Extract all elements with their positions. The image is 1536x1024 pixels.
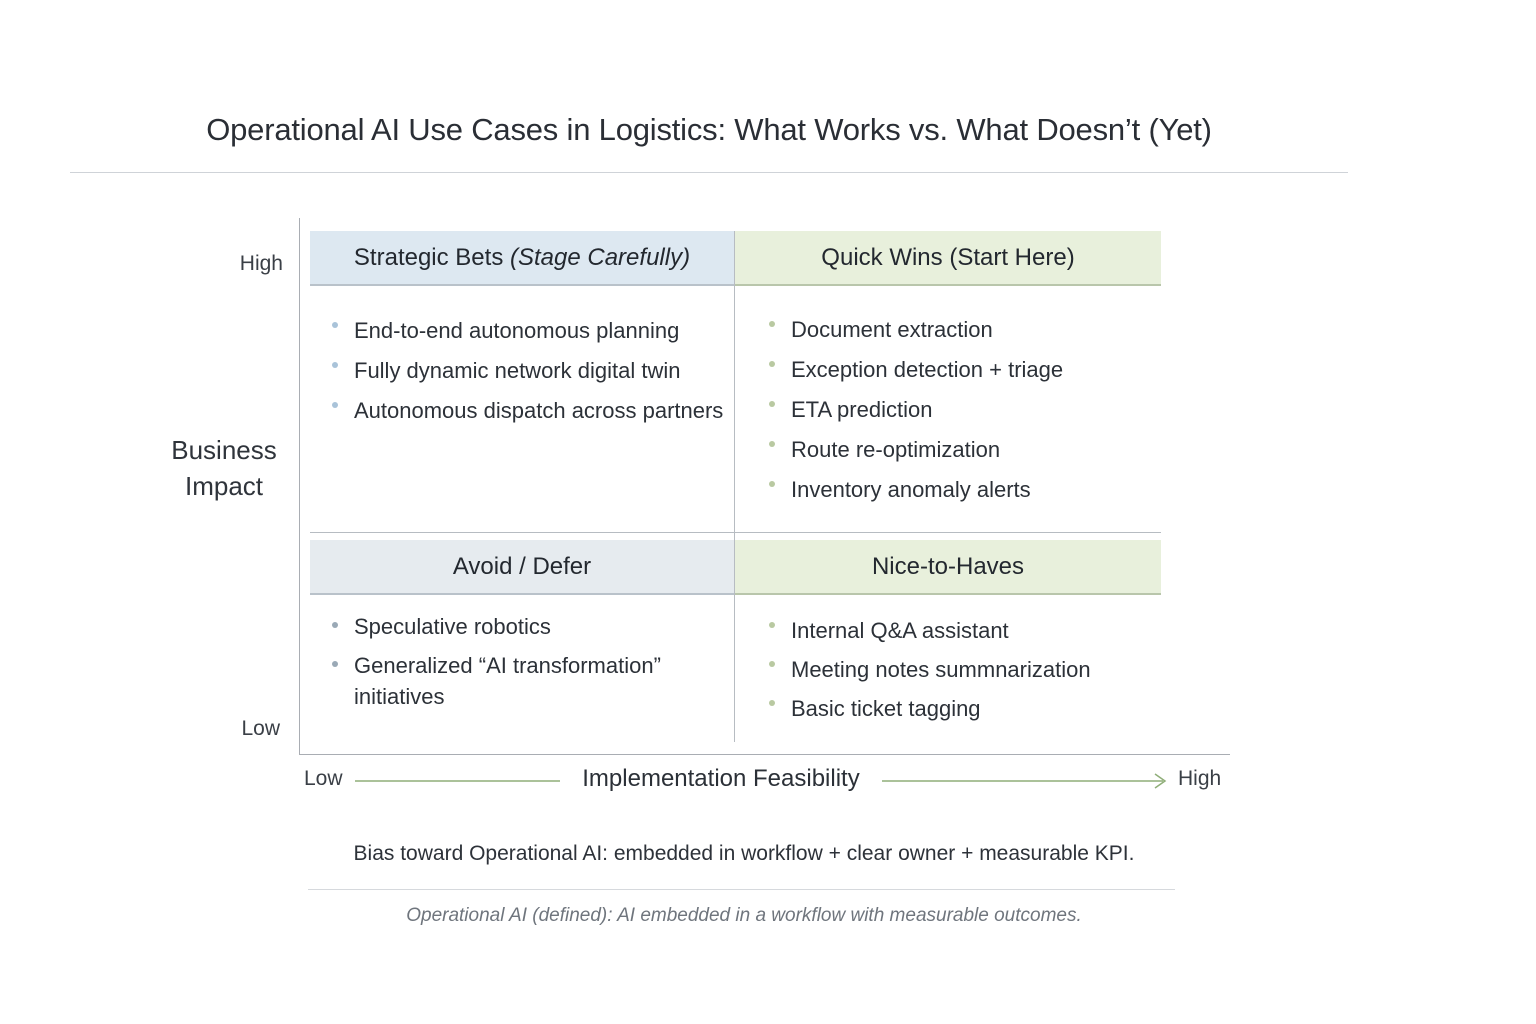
bias-statement: Bias toward Operational AI: embedded in …	[353, 842, 1135, 865]
quadrant-title: Strategic Bets	[353, 243, 504, 271]
list-item: End-to-end autonomous planning	[332, 311, 723, 351]
x-axis-low-label: Low	[304, 767, 343, 790]
bullet-icon	[769, 661, 775, 667]
title-divider	[70, 172, 1348, 173]
nice-to-haves-list: Internal Q&A assistant Meeting notes sum…	[769, 611, 1091, 728]
bullet-icon	[332, 661, 338, 667]
strategic-bets-list: End-to-end autonomous planning Fully dyn…	[332, 311, 723, 431]
vertical-quadrant-divider	[734, 231, 735, 742]
definition-note: Operational AI (defined): AI embedded in…	[406, 905, 1082, 926]
bullet-icon	[769, 361, 775, 367]
list-item: Exception detection + triage	[769, 350, 1063, 390]
list-item: Fully dynamic network digital twin	[332, 351, 723, 391]
quadrant-title: Nice-to-Haves	[871, 552, 1025, 580]
avoid-defer-list: Speculative robotics Generalized “AI tra…	[332, 611, 694, 720]
quick-wins-list: Document extraction Exception detection …	[769, 310, 1063, 510]
y-axis-low-label: Low	[241, 717, 280, 740]
list-item: Internal Q&A assistant	[769, 611, 1091, 650]
footer-divider	[308, 889, 1175, 890]
horizontal-quadrant-divider	[310, 532, 1161, 533]
list-item: Inventory anomaly alerts	[769, 470, 1063, 510]
list-item: ETA prediction	[769, 390, 1063, 430]
bullet-icon	[332, 622, 338, 628]
list-item: Speculative robotics	[332, 611, 694, 642]
list-item: Document extraction	[769, 310, 1063, 350]
bullet-icon	[769, 700, 775, 706]
y-axis-high-label: High	[239, 252, 283, 275]
quadrant-header-strategic-bets: Strategic Bets (Stage Carefully)	[310, 231, 734, 286]
list-item: Meeting notes summnarization	[769, 650, 1091, 689]
bullet-icon	[332, 322, 338, 328]
bullet-icon	[769, 481, 775, 487]
x-axis-title: Implementation Feasibility	[560, 765, 882, 793]
bullet-icon	[769, 321, 775, 327]
list-item: Autonomous dispatch across partners	[332, 391, 723, 431]
list-item: Basic ticket tagging	[769, 689, 1091, 728]
quadrant-title: Quick Wins	[821, 243, 943, 271]
page-title: Operational AI Use Cases in Logistics: W…	[206, 112, 1212, 147]
bullet-icon	[332, 362, 338, 368]
bullet-icon	[769, 622, 775, 628]
bullet-icon	[769, 441, 775, 447]
y-axis-line	[299, 218, 300, 755]
quadrant-header-avoid-defer: Avoid / Defer	[310, 540, 734, 595]
list-item: Generalized “AI transformation” initiati…	[332, 650, 694, 712]
x-axis-line	[299, 754, 1230, 755]
quadrant-header-nice-to-haves: Nice-to-Haves	[735, 540, 1161, 595]
y-axis-title: Business Impact	[171, 435, 277, 501]
quadrant-subtitle: (Start Here)	[949, 243, 1075, 271]
quadrant-title: Avoid / Defer	[452, 552, 592, 580]
bullet-icon	[332, 402, 338, 408]
list-item: Route re-optimization	[769, 430, 1063, 470]
x-axis-high-label: High	[1178, 767, 1222, 790]
bullet-icon	[769, 401, 775, 407]
quadrant-header-quick-wins: Quick Wins (Start Here)	[735, 231, 1161, 286]
quadrant-subtitle: (Stage Carefully)	[510, 243, 691, 271]
